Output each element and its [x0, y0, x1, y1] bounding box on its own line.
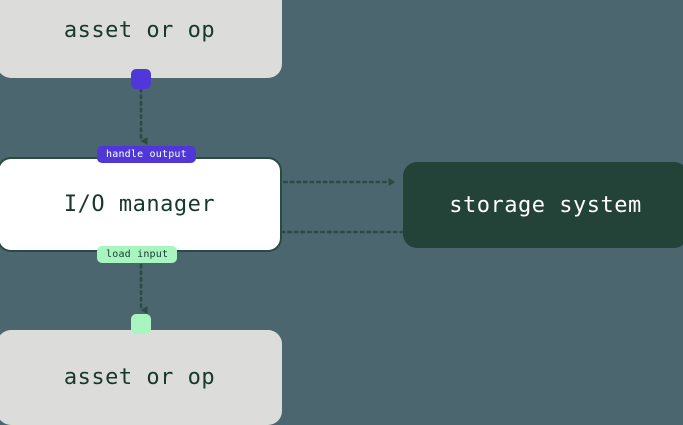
node-asset-or-op-bottom[interactable]: asset or op [0, 330, 282, 425]
node-storage-system[interactable]: storage system [403, 162, 683, 248]
input-handle[interactable] [131, 314, 151, 334]
edge-label-text: load input [106, 249, 169, 260]
edge-label-text: handle output [106, 149, 187, 160]
node-io-manager[interactable]: I/O manager [0, 157, 282, 252]
output-handle[interactable] [131, 69, 151, 89]
node-asset-or-op-top[interactable]: asset or op [0, 0, 282, 78]
edge-label-load-input[interactable]: load input [97, 246, 178, 263]
node-label: I/O manager [63, 192, 216, 217]
node-label: asset or op [63, 365, 216, 390]
node-label: storage system [449, 192, 642, 218]
node-label: asset or op [63, 18, 216, 43]
edge-label-handle-output[interactable]: handle output [97, 146, 196, 163]
